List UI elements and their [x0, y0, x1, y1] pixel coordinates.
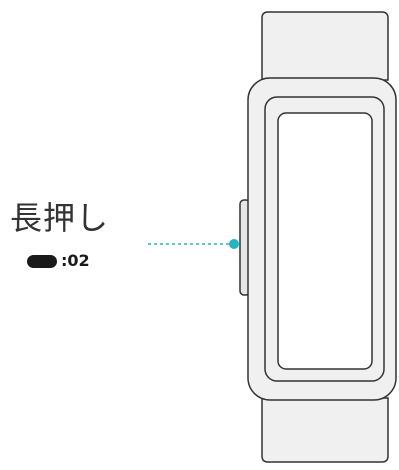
tracker-screen: [277, 112, 373, 370]
band-bottom: [261, 397, 389, 463]
button-press-icon: [27, 254, 57, 268]
press-duration: :02: [27, 251, 90, 271]
band-top: [261, 11, 389, 81]
long-press-label: 長押し: [10, 199, 110, 237]
indicator-dot: [229, 239, 239, 249]
duration-text: :02: [61, 251, 90, 270]
